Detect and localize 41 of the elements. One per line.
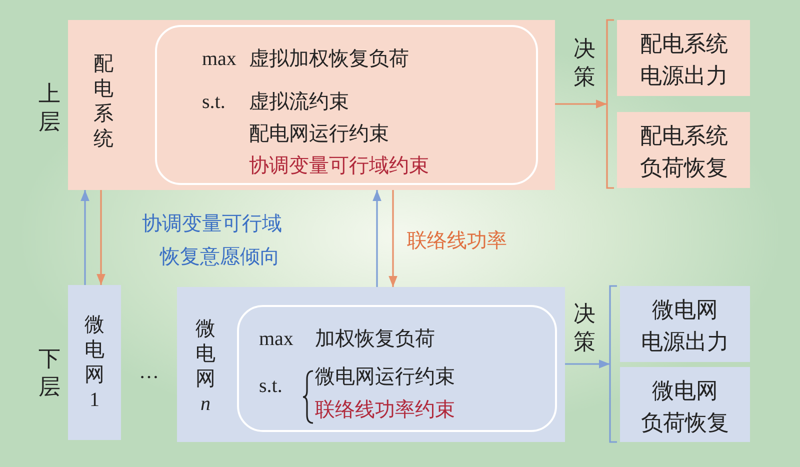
ellipsis: … xyxy=(139,360,159,384)
model-text: max xyxy=(259,327,294,351)
model-text: 联络线功率约束 xyxy=(315,398,455,422)
output-label: 微电网电源出力 xyxy=(640,296,730,356)
arrow xyxy=(388,190,398,287)
layer-label: 下层 xyxy=(38,345,62,400)
output-box xyxy=(617,112,750,188)
model-text: 微电网运行约束 xyxy=(315,365,455,389)
model-text: 协调变量可行域约束 xyxy=(249,154,429,178)
annotation-text: 协调变量可行域 xyxy=(142,212,282,236)
layer-label: 上层 xyxy=(38,80,62,135)
vertical-label: 微电网n xyxy=(195,317,216,417)
decision-label: 决策 xyxy=(573,300,596,355)
vertical-label: 微电网1 xyxy=(84,313,105,413)
output-box xyxy=(620,367,750,442)
model-box xyxy=(155,25,538,185)
output-label: 配电系统电源出力 xyxy=(639,30,729,90)
microgrid-box xyxy=(177,287,565,442)
model-box xyxy=(237,305,557,432)
output-box xyxy=(617,20,750,96)
arrow xyxy=(96,190,106,285)
model-text: max xyxy=(202,47,236,71)
arrow xyxy=(372,190,382,287)
annotation-text: 恢复意愿倾向 xyxy=(160,245,280,269)
output-box xyxy=(620,286,750,362)
model-text: 加权恢复负荷 xyxy=(315,327,435,351)
decision-label: 决策 xyxy=(573,35,596,90)
bracket-arrow xyxy=(554,19,615,189)
model-text: 配电网运行约束 xyxy=(249,122,389,146)
edge-label: 联络线功率 xyxy=(407,229,507,253)
model-text: 虚拟流约束 xyxy=(249,90,349,114)
arrow xyxy=(80,190,90,285)
microgrid-box xyxy=(68,285,121,440)
output-label: 配电系统负荷恢复 xyxy=(639,122,729,182)
vertical-label: 配电系统 xyxy=(93,52,114,152)
model-text: s.t. xyxy=(202,90,226,114)
model-text: s.t. xyxy=(259,374,282,398)
bracket-arrow xyxy=(564,285,618,443)
upper-layer-box xyxy=(68,20,555,190)
output-label: 微电网负荷恢复 xyxy=(640,377,730,437)
model-text: 虚拟加权恢复负荷 xyxy=(249,47,409,71)
